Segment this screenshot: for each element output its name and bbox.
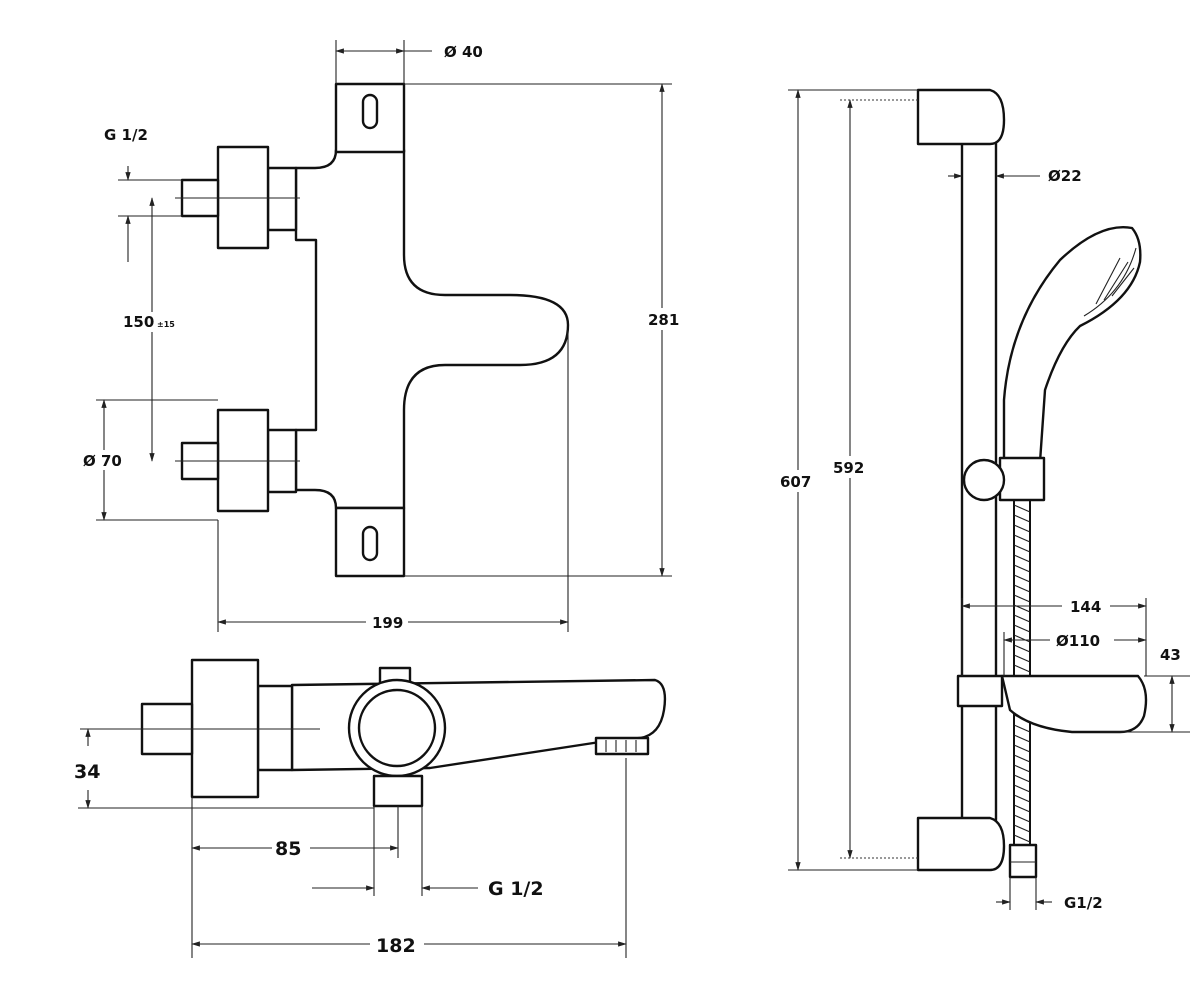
slider-knob — [962, 458, 1006, 502]
height-281-label: 281 — [648, 311, 679, 329]
bottom-mounting-bracket — [334, 506, 406, 578]
mixer-front-view — [175, 82, 570, 578]
bottom-slot — [361, 525, 379, 562]
center-distance-label: 150 — [123, 313, 154, 331]
height-592-label: 592 — [833, 459, 864, 477]
top-slot — [361, 93, 379, 130]
dia-110-label: Ø110 — [1056, 632, 1100, 650]
upper-connector-neck — [266, 166, 298, 232]
hand-shower — [1002, 226, 1142, 464]
mixer-side-view — [80, 658, 667, 808]
g-half-shower-label: G1/2 — [1064, 894, 1103, 912]
side-view-dimensions: 34 85 G 1/2 182 — [74, 728, 627, 958]
soap-dish — [1000, 674, 1148, 734]
width-199-label: 199 — [372, 614, 403, 632]
g-half-top-label: G 1/2 — [104, 126, 148, 144]
length-182-label: 182 — [376, 935, 416, 957]
spout-outlet — [594, 736, 650, 756]
dist-144-label: 144 — [1070, 598, 1101, 616]
dia-22-label: Ø22 — [1048, 167, 1082, 185]
mixer-body-outline — [294, 148, 570, 510]
height-607-label: 607 — [780, 473, 811, 491]
hose-nut — [1008, 843, 1038, 879]
g-half-bottom-label: G 1/2 — [488, 878, 544, 900]
dia-40-label: Ø 40 — [444, 43, 483, 61]
slider-holder — [998, 456, 1046, 502]
bottom-outlet — [372, 774, 424, 808]
center-tolerance-label: ±15 — [157, 320, 175, 329]
shower-rail-set — [916, 88, 1148, 879]
soap-dish-clamp — [956, 674, 1004, 708]
bottom-wall-bracket — [916, 816, 1006, 872]
shower-hose — [1013, 499, 1031, 846]
dia-70-label: Ø 70 — [83, 452, 122, 470]
height-43-label: 43 — [1160, 646, 1181, 664]
front-view-dimensions: Ø 40 G 1/2 150 ±15 Ø 70 281 199 — [78, 40, 680, 632]
top-wall-bracket — [916, 88, 1006, 146]
dist-85-label: 85 — [275, 838, 301, 860]
height-34-label: 34 — [74, 761, 100, 783]
thermostat-knob — [347, 678, 447, 778]
inlet-collar — [256, 684, 294, 772]
shower-set-dimensions: 607 592 Ø22 144 Ø110 43 G1/2 — [778, 89, 1190, 912]
